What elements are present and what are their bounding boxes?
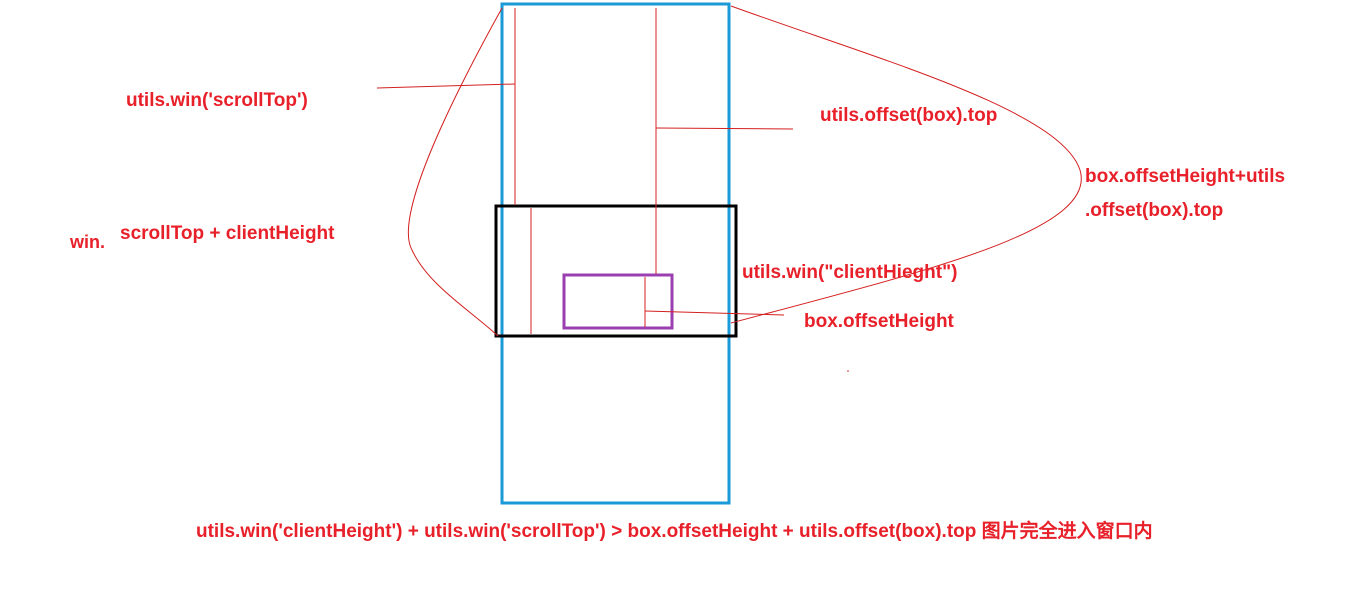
- scrolltop-leader-line: [376, 83, 516, 89]
- label-box-offset-height: box.offsetHeight: [804, 311, 954, 332]
- label-win-scrolltop: utils.win('scrollTop'): [126, 90, 308, 111]
- label-offset-height-plus-line2: .offset(box).top: [1085, 200, 1224, 221]
- label-condition: utils.win('clientHeight') + utils.win('s…: [196, 521, 1153, 542]
- label-scroll-plus-client: scrollTop + clientHeight: [120, 223, 335, 244]
- viewport-rect: [494, 204, 738, 338]
- page-rect: [500, 2, 731, 505]
- label-win-client-height: utils.win("clientHieght"): [742, 262, 958, 283]
- label-offset-height-plus-line1: box.offsetHeight+utils: [1085, 166, 1286, 187]
- scroll-plus-client-curve: [408, 7, 503, 337]
- offsettop-leader-line: [655, 127, 794, 130]
- offsetheight-leader-line: [644, 310, 785, 316]
- label-offset-top: utils.offset(box).top: [820, 105, 998, 126]
- label-win-prefix: win.: [70, 232, 105, 252]
- box-rect: [562, 273, 674, 330]
- stray-dot: [847, 370, 849, 372]
- offset-sum-curve: [730, 5, 1082, 324]
